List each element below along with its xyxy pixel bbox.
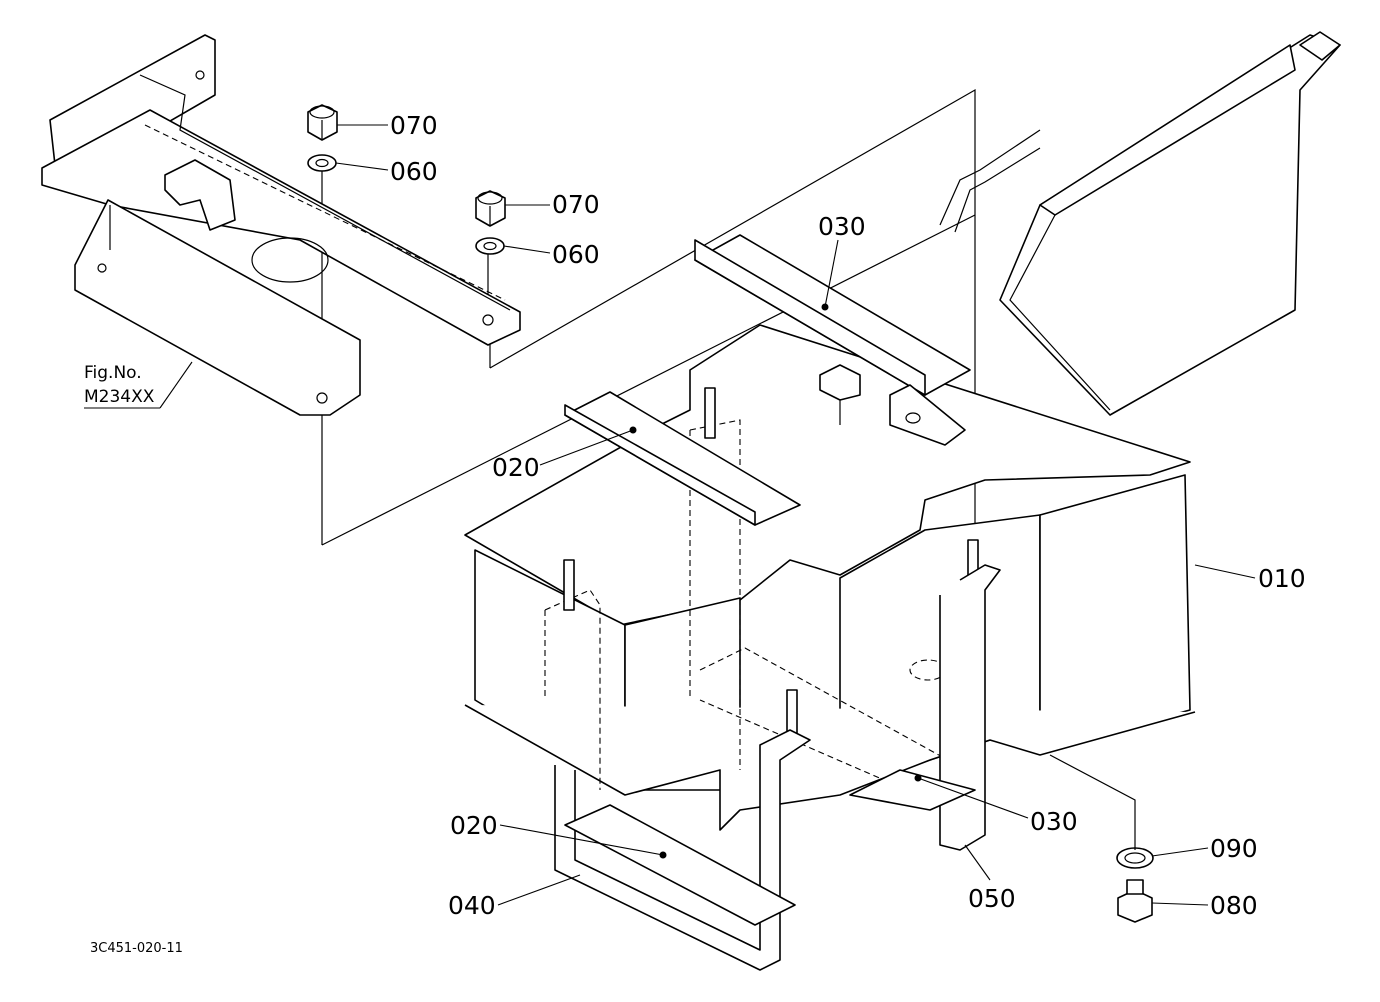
callout-labels: 070 060 070 060 030 020 010 030 020 040 … [390,111,1306,920]
callout-060-lower: 060 [552,240,600,269]
drain-axis-line [1049,754,1136,850]
washer-060-upper [307,154,337,172]
mounting-bracket [41,34,521,416]
rubber-pad-020-upper [564,391,801,526]
rubber-pad-030-upper [694,234,971,396]
drain-gasket-090 [1116,847,1154,869]
callout-070-upper: 070 [390,111,438,140]
callout-050: 050 [968,884,1016,913]
leader-lines [84,124,1256,906]
tank-strap-040 [554,729,811,971]
tank-bracket-clip [819,364,966,446]
callout-070-lower: 070 [552,190,600,219]
callout-040: 040 [448,891,496,920]
fig-ref-number: M234XX [84,387,155,407]
nut-070-upper [307,104,338,141]
callout-090: 090 [1210,834,1258,863]
callout-030-upper: 030 [818,212,866,241]
figure-reference: Fig.No. M234XX [84,363,155,407]
callout-020-upper: 020 [492,453,540,482]
callout-020-lower: 020 [450,811,498,840]
callout-010: 010 [1258,564,1306,593]
drawing-code: 3C451-020-11 [90,941,183,956]
washer-060-lower [475,237,505,255]
nut-070-lower [475,190,506,227]
callout-030-lower: 030 [1030,807,1078,836]
callout-080: 080 [1210,891,1258,920]
fig-ref-label: Fig.No. [84,363,142,383]
callout-060-upper: 060 [390,157,438,186]
drain-plug-080 [1117,879,1153,923]
tank-strap-050 [849,564,1001,851]
